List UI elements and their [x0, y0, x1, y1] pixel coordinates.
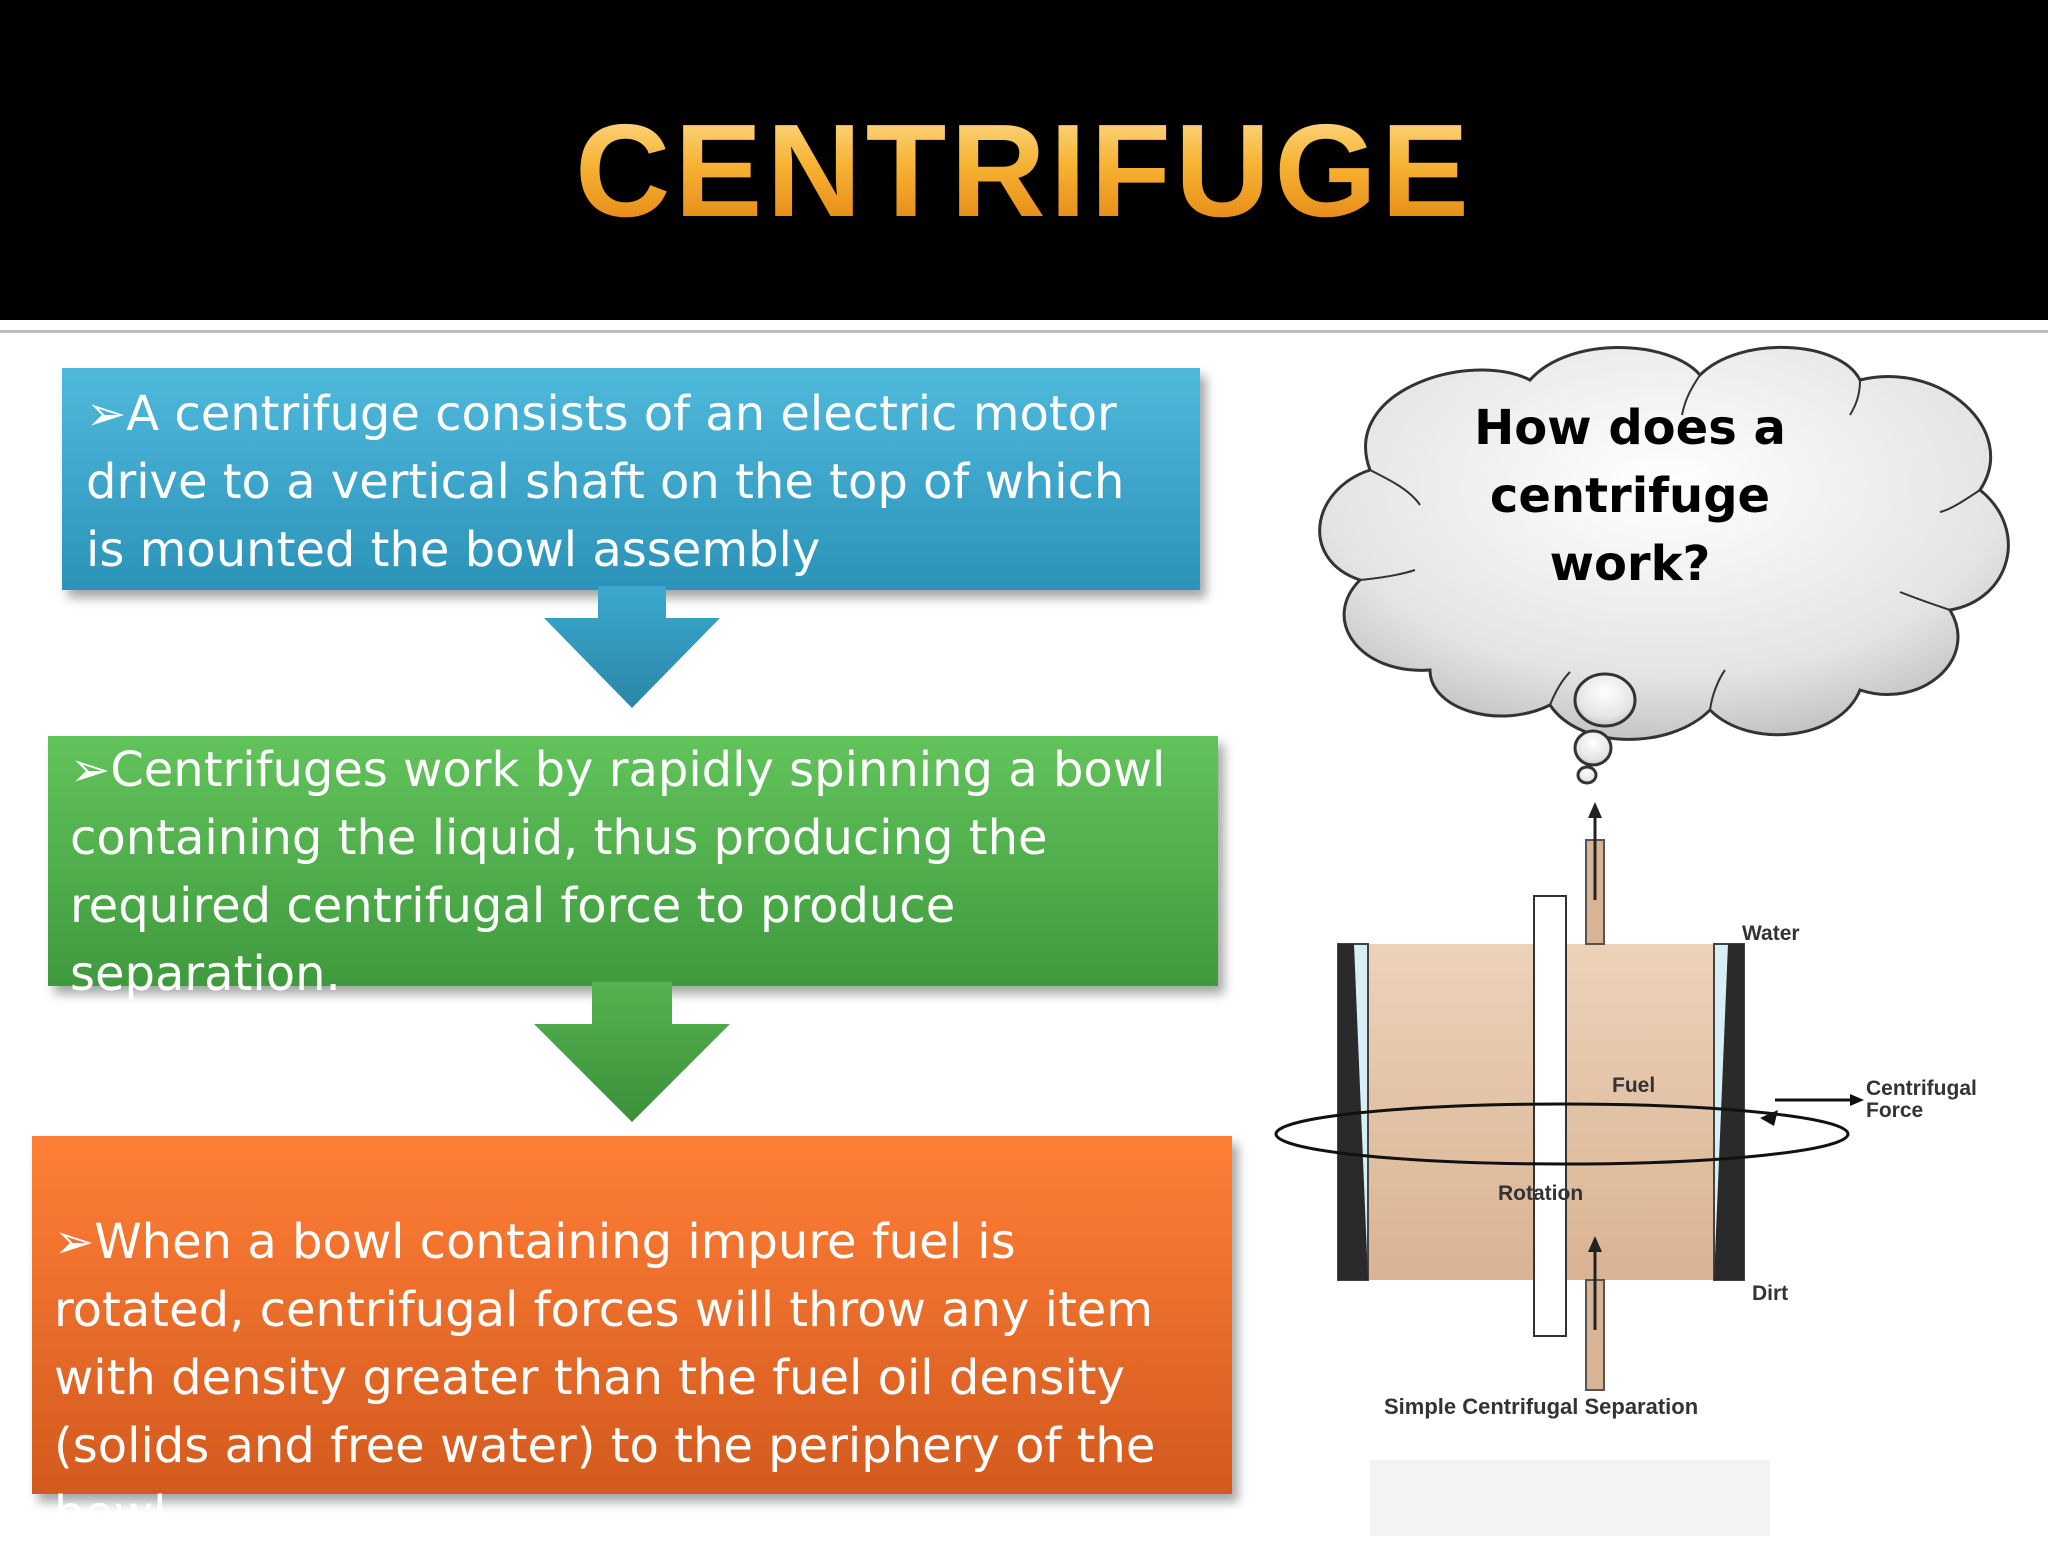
flow-box-3-text: When a bowl containing impure fuel is ro…	[54, 1214, 1156, 1542]
thought-cloud-icon	[1318, 345, 2010, 785]
flow-box-2: ➢Centrifuges work by rapidly spinning a …	[48, 736, 1218, 1002]
flow-box-1-text: A centrifuge consists of an electric mot…	[86, 386, 1125, 578]
title-divider-shadow	[0, 330, 2048, 333]
bullet-arrow-icon: ➢	[54, 1214, 95, 1270]
diagram-label-rotation: Rotation	[1498, 1182, 1584, 1205]
diagram-label-fuel: Fuel	[1612, 1074, 1656, 1097]
title-bar: CENTRIFUGE	[0, 0, 2048, 320]
down-arrow-2-icon	[534, 982, 730, 1122]
diagram-label-water: Water	[1742, 922, 1800, 945]
bullet-arrow-icon: ➢	[86, 386, 127, 442]
flow-box-3: ➢When a bowl containing impure fuel is r…	[32, 1136, 1232, 1542]
bullet-arrow-icon: ➢	[70, 742, 111, 798]
centrifuge-diagram	[1274, 802, 1864, 1536]
thought-bubble-text: How does a centrifuge work?	[1474, 400, 1786, 592]
slide-title: CENTRIFUGE	[0, 95, 2048, 246]
diagram-caption: Simple Centrifugal Separation	[1384, 1394, 1699, 1419]
flow-box-1: ➢A centrifuge consists of an electric mo…	[62, 368, 1200, 590]
title-divider	[0, 322, 2048, 328]
flow-box-2-text: Centrifuges work by rapidly spinning a b…	[70, 742, 1166, 1002]
diagram-label-dirt: Dirt	[1752, 1282, 1789, 1305]
down-arrow-1-icon	[544, 586, 720, 708]
diagram-label-centrifugal-force: Centrifugal Force	[1866, 1077, 1977, 1122]
